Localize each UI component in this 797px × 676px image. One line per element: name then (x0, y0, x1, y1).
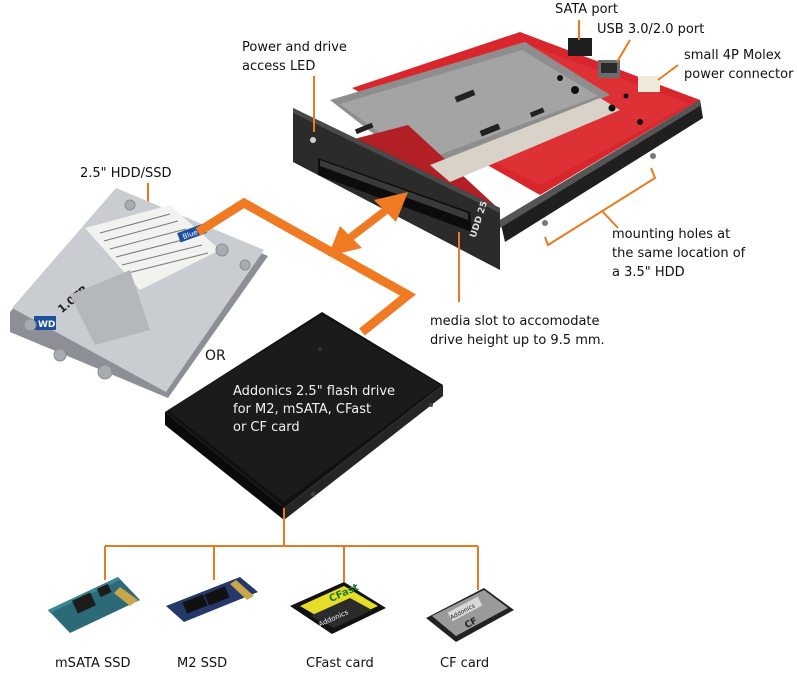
hdd-label: 2.5" HDD/SSD (80, 166, 172, 181)
flash-label-line1: Addonics 2.5" flash drive (233, 384, 396, 399)
molex-label-line1: small 4P Molex (684, 48, 782, 63)
power-led (310, 137, 316, 143)
cf-card: Addonics CF (426, 588, 514, 642)
hdd-to-bay-line (195, 197, 417, 336)
led-label-line2: access LED (242, 59, 316, 74)
sata-connector (568, 38, 592, 56)
mounting-label-line2: the same location of (612, 246, 746, 261)
addonics-flash-drive (165, 312, 443, 520)
card-tree-lines (104, 508, 479, 590)
usb-port-label: USB 3.0/2.0 port (597, 22, 705, 37)
cf-label: CF card (440, 656, 490, 671)
sata-port-label: SATA port (555, 2, 618, 17)
cfast-label: CFast card (306, 656, 374, 671)
mounting-label-line1: mounting holes at (612, 227, 731, 242)
slot-label-line2: drive height up to 9.5 mm. (430, 333, 605, 348)
molex-callout-line (657, 64, 679, 81)
arrow-head-top (374, 192, 408, 222)
m2-label: M2 SSD (177, 656, 228, 671)
arrow-head-bottom (328, 226, 362, 256)
usb-callout-line (616, 39, 631, 63)
msata-ssd-card (48, 577, 140, 633)
hdd-2-5-inch: WD Blue 1.0TB (10, 188, 268, 398)
connection-arrows (195, 192, 417, 336)
flash-label-line3: or CF card (233, 420, 300, 435)
m2-ssd-card (166, 577, 258, 622)
slot-label-line1: media slot to accomodate (430, 314, 600, 329)
flash-drive-top (168, 315, 440, 502)
drive-bay-adapter: UDD 25 (293, 32, 703, 270)
or-label: OR (205, 348, 226, 364)
molex-connector (638, 76, 660, 92)
molex-label-line2: power connector (684, 67, 794, 82)
msata-label: mSATA SSD (55, 656, 131, 671)
cfast-card: CFast Addonics (290, 582, 386, 634)
mounting-label-line3: a 3.5" HDD (612, 265, 685, 280)
wd-logo (34, 316, 56, 330)
led-label-line1: Power and drive (242, 40, 347, 55)
flash-label-line2: for M2, mSATA, CFast (233, 402, 372, 417)
svg-text:WD: WD (38, 320, 55, 330)
